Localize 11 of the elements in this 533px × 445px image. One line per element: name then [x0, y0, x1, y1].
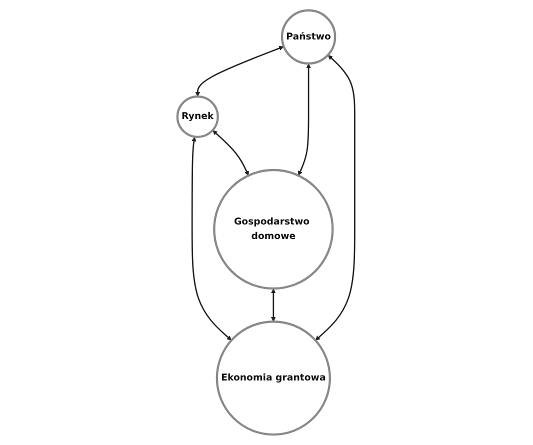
arrow: [298, 63, 312, 176]
arrow: [316, 54, 356, 341]
arrow: [192, 136, 232, 341]
arrow: [213, 130, 250, 176]
arrow: [196, 46, 284, 97]
arrow: [271, 288, 276, 322]
diagram: Państwo Rynek Gospodarstwo domowe Ekonomia grantowa: [173, 6, 360, 439]
node-circle: [214, 168, 334, 290]
node-circle: [281, 9, 337, 65]
node-circle: [176, 95, 220, 138]
node-circle: [216, 320, 332, 436]
